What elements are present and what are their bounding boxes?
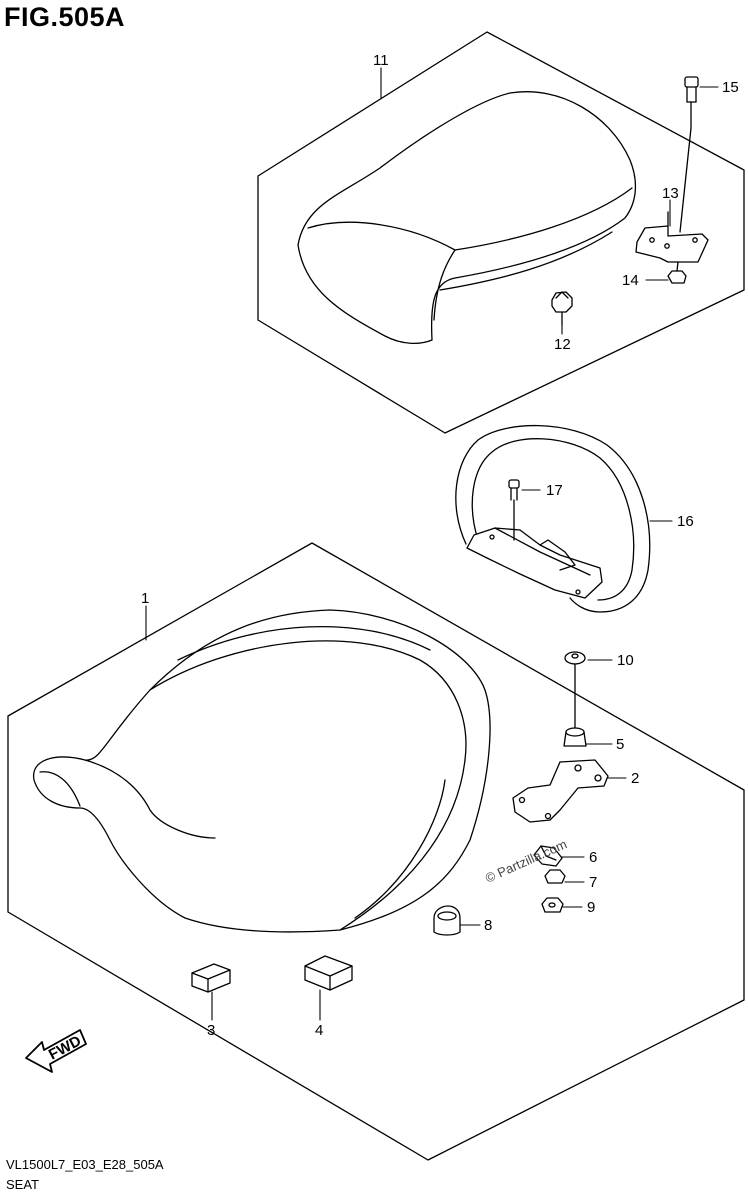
backrest[interactable] — [455, 424, 651, 613]
clip-6[interactable] — [533, 845, 563, 867]
nut-14[interactable] — [667, 261, 687, 284]
figure-title: FIG.505A — [4, 2, 126, 32]
pillion-group-frame — [257, 31, 745, 434]
fwd-direction-arrow: FWD — [25, 1029, 87, 1073]
diagram-code: VL1500L7_E03_E28_505A — [6, 1157, 164, 1172]
bracket-2[interactable] — [512, 759, 609, 823]
callout-7: 7 — [589, 874, 597, 891]
callout-2: 2 — [631, 770, 639, 787]
grommet-5[interactable] — [563, 727, 587, 747]
washer-10[interactable] — [564, 651, 586, 733]
callout-10: 10 — [617, 652, 634, 669]
callout-4: 4 — [315, 1022, 323, 1039]
callout-11: 11 — [373, 52, 389, 69]
diagram-name: SEAT — [6, 1177, 39, 1192]
main-seat[interactable] — [33, 609, 491, 933]
cushion-4[interactable] — [304, 955, 353, 991]
nut-7[interactable] — [544, 869, 566, 884]
seat-group-frame — [7, 542, 745, 1161]
callout-14: 14 — [622, 272, 639, 289]
callout-numbers: 11 15 13 14 12 17 16 1 10 5 2 6 7 9 8 3 … — [141, 52, 739, 1039]
callout-3: 3 — [207, 1022, 215, 1039]
bracket-13[interactable] — [635, 211, 709, 263]
leader-lines — [145, 67, 719, 1021]
callout-17: 17 — [546, 482, 563, 499]
bolt-17[interactable] — [508, 479, 520, 541]
cushion-8[interactable] — [433, 905, 461, 936]
callout-6: 6 — [589, 849, 597, 866]
nut-12[interactable] — [551, 291, 573, 326]
nut-9[interactable] — [541, 897, 564, 913]
callout-12: 12 — [554, 336, 571, 353]
callout-13: 13 — [662, 185, 679, 202]
bolt-15[interactable] — [679, 76, 699, 233]
callout-5: 5 — [616, 736, 624, 753]
callout-8: 8 — [484, 917, 492, 934]
callout-1: 1 — [141, 590, 149, 607]
cushion-3[interactable] — [191, 963, 231, 993]
callout-9: 9 — [587, 899, 595, 916]
callout-16: 16 — [677, 513, 694, 530]
fwd-label: FWD — [46, 1032, 84, 1063]
callout-15: 15 — [722, 79, 739, 96]
pillion-seat[interactable] — [297, 91, 637, 344]
